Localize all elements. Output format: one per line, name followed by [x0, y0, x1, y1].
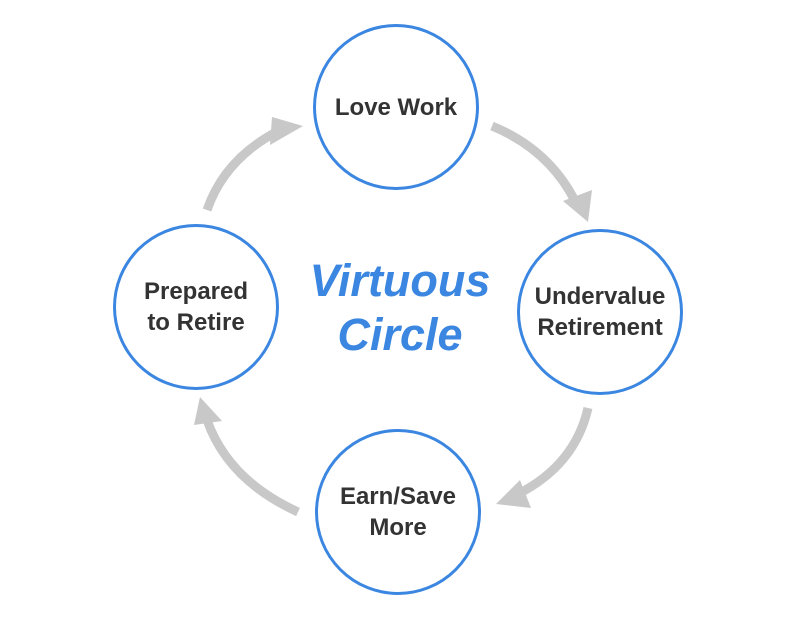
arrow-right-to-bottom-icon: [496, 406, 593, 508]
node-earn-save-more: Earn/Save More: [315, 429, 481, 595]
arrow-top-to-right-icon: [490, 121, 592, 222]
node-label-line1: Earn/Save: [339, 483, 457, 510]
node-love-work: Love Work: [313, 24, 479, 190]
arrow-left-to-top-icon: [202, 117, 303, 212]
center-title-line1: Virtuous: [309, 255, 491, 306]
center-title-line2: Circle: [337, 309, 463, 360]
node-label-line1: Prepared: [143, 278, 249, 305]
arrow-bottom-to-left-icon: [194, 397, 300, 517]
node-label: Love Work: [334, 93, 458, 121]
node-prepared-to-retire: Prepared to Retire: [113, 224, 279, 390]
node-label-line2: More: [369, 514, 427, 541]
node-undervalue-retirement: Undervalue Retirement: [517, 229, 683, 395]
center-title: Virtuous Circle: [290, 254, 510, 362]
node-label-line2: Retirement: [537, 314, 663, 341]
node-label-line1: Undervalue: [534, 283, 666, 310]
node-label-line2: to Retire: [147, 309, 245, 336]
